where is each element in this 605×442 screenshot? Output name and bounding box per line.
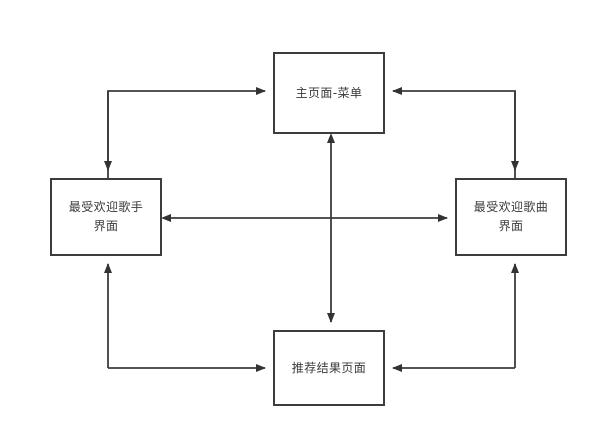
edge-artists-to-home — [107, 87, 266, 178]
node-popular-artists[interactable]: 最受欢迎歌手 界面 — [50, 178, 162, 256]
node-home-menu-label: 主页面-菜单 — [295, 85, 363, 100]
edge-songs-to-home — [392, 87, 516, 178]
node-popular-songs-label: 最受欢迎歌曲 界面 — [473, 200, 549, 233]
node-popular-artists-label: 最受欢迎歌手 界面 — [68, 200, 144, 233]
node-home-menu[interactable]: 主页面-菜单 — [273, 52, 385, 134]
node-popular-songs[interactable]: 最受欢迎歌曲 界面 — [455, 178, 567, 256]
node-recommendation-results[interactable]: 推荐结果页面 — [273, 330, 385, 406]
node-recommendation-results-label: 推荐结果页面 — [291, 360, 367, 375]
